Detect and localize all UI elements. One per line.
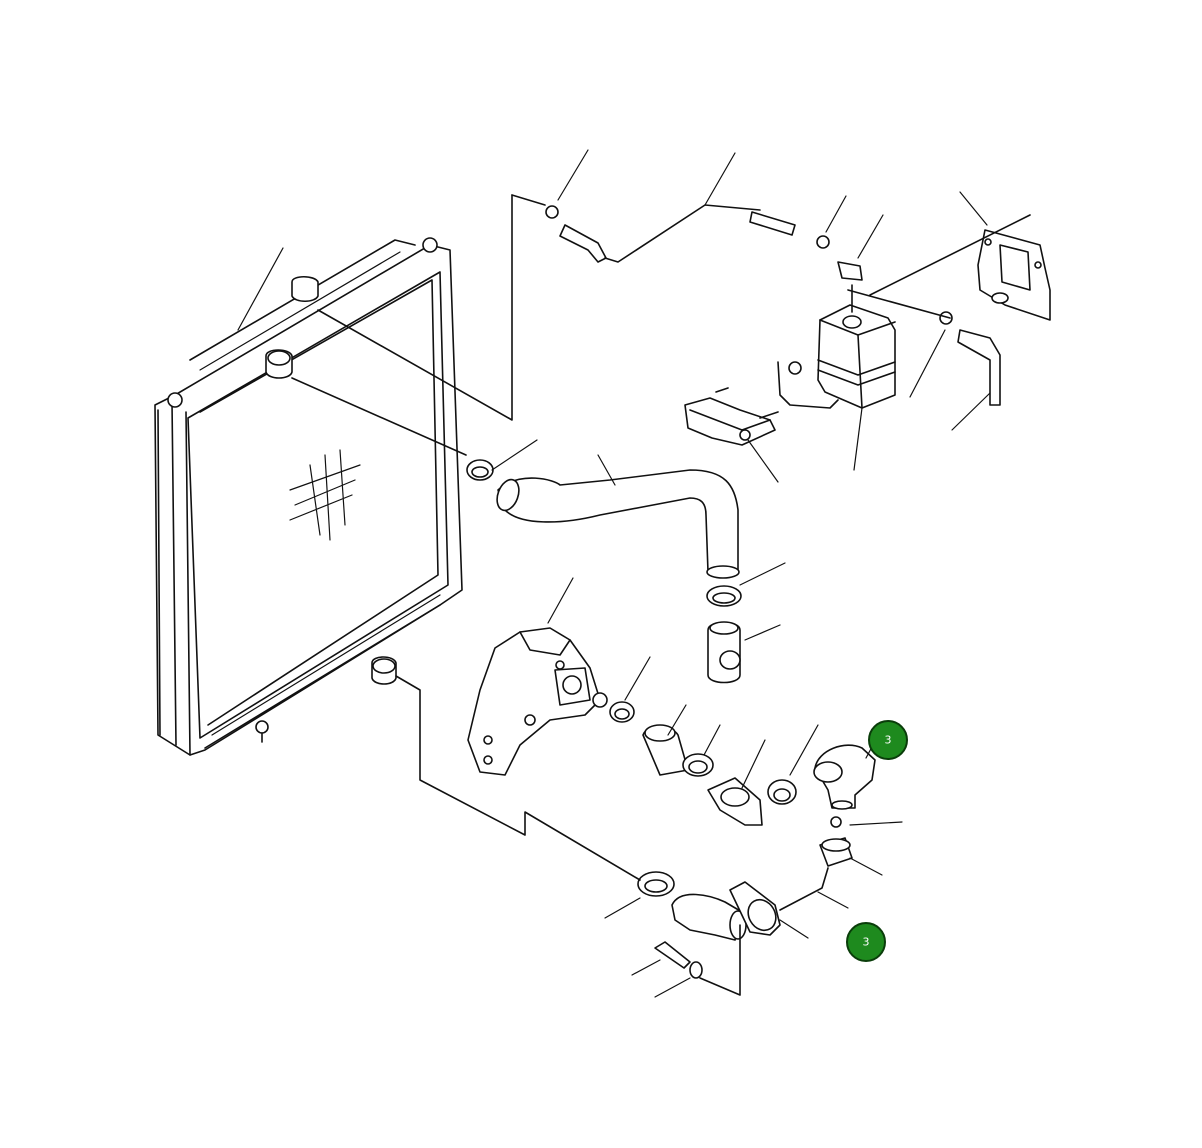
bypass-fittings xyxy=(609,701,797,826)
callout-label: 3 xyxy=(885,734,892,747)
overflow-hose-group xyxy=(545,204,863,281)
breather-hose xyxy=(939,311,1001,406)
water-pump xyxy=(467,627,608,776)
outlet-elbow xyxy=(813,744,876,867)
callout-marker[interactable]: 3 xyxy=(846,922,886,962)
leader-lines xyxy=(237,149,991,998)
reservoir-tank xyxy=(684,304,896,446)
assembly-lines xyxy=(291,194,1031,996)
callout-label: 3 xyxy=(863,936,870,949)
thermostat-fitting xyxy=(706,585,742,684)
callout-circle xyxy=(846,922,886,962)
callout-marker[interactable]: 3 xyxy=(868,720,908,760)
lower-radiator-hose xyxy=(637,871,781,979)
reservoir-side-bracket xyxy=(977,229,1051,321)
radiator xyxy=(154,237,463,756)
upper-radiator-hose xyxy=(466,459,740,579)
callout-circle xyxy=(868,720,908,760)
